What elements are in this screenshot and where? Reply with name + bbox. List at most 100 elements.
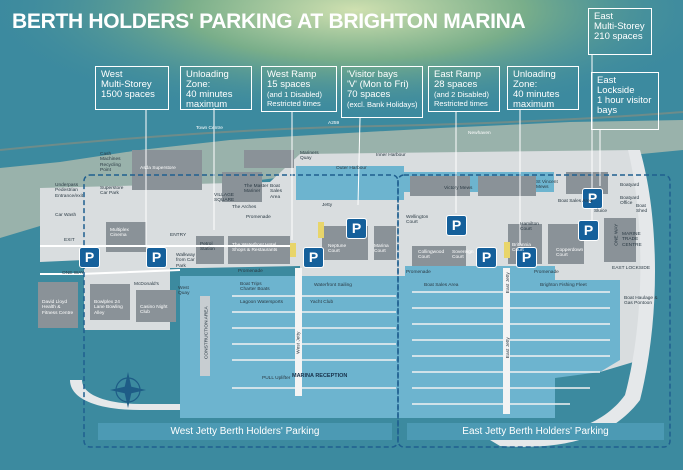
place-multiplex: Multiplex Cinema: [110, 228, 129, 239]
road-exit: EXIT: [64, 238, 75, 243]
parking-west-ramp[interactable]: P: [303, 247, 324, 268]
bowlplex-building: [90, 284, 130, 320]
visitor-ramp-marker: [318, 222, 324, 238]
marina-land: [40, 150, 650, 374]
road-entry: ENTRY: [170, 233, 187, 238]
place-wellington-court: Wellington Court: [406, 215, 429, 226]
marina-roads: [40, 245, 296, 275]
marine-trade-building: [604, 218, 636, 262]
place-victory-mews: Victory Mews: [444, 186, 473, 191]
place-mariners-quay: Mariners Quay: [300, 151, 319, 162]
place-west-jetty: West Jetty: [296, 331, 302, 354]
mariners-quay-building: [244, 150, 294, 168]
waterfront-building: [228, 236, 290, 264]
place-marine-trade-centre: MARINE TRADE CENTRE: [622, 232, 642, 248]
place-petrol: Petrol Station: [200, 242, 215, 253]
east-parking-zone: [397, 174, 671, 448]
east-breakwater: [490, 150, 655, 447]
east-ramp-marker: [504, 242, 510, 258]
place-arches: The Arches: [232, 205, 257, 210]
place-promenade-center: Promenade: [238, 269, 263, 274]
victory-mews-building: [410, 176, 470, 196]
banner-east-jetty: East Jetty Berth Holders' Parking: [407, 423, 664, 440]
inner-harbour-water: [296, 166, 404, 200]
place-boat-sales-east-2: Boat Sales Area: [424, 283, 459, 288]
parking-east-unloading[interactable]: P: [516, 247, 537, 268]
west-ramp-marker: [290, 243, 296, 257]
marina-court-building: [374, 226, 396, 260]
place-boatyard: Boatyard: [620, 183, 640, 188]
parking-east-lockside[interactable]: P: [582, 188, 603, 209]
marina-reception-label: MARINA RECEPTION: [292, 373, 348, 379]
village-building: [222, 172, 262, 202]
east-jetty: [503, 268, 510, 414]
place-boat-shed: Boat Shed: [636, 204, 648, 215]
parking-east-ramp[interactable]: P: [476, 247, 497, 268]
place-jetty-nw: Jetty: [322, 203, 333, 208]
place-outer-harbour: Outer Harbour: [336, 166, 367, 171]
place-promenade-west: Promenade: [246, 215, 271, 220]
place-waterfront: The Waterfront Hotel, Shops & Restaurant…: [232, 243, 278, 254]
place-sovereign-court: Sovereign Court: [452, 250, 474, 261]
place-promenade-east-1: Promenade: [406, 270, 431, 275]
asda-building: [132, 150, 202, 190]
banner-west-jetty: West Jetty Berth Holders' Parking: [98, 423, 392, 440]
place-asda: Asda Superstore: [140, 166, 176, 171]
place-casino: Casino Night Club: [140, 305, 168, 316]
place-bowlplex: Bowlplex 24 Lane Bowling Alley: [94, 300, 123, 316]
place-pull-uplifter: PULL Uplifter: [262, 376, 291, 381]
parking-visitor-bays[interactable]: P: [346, 218, 367, 239]
place-st-vincent-mews: St Vincent Mews: [536, 180, 558, 191]
place-boat-sales-west: Boat Sales Area: [270, 184, 282, 200]
parking-west-multistorey-1[interactable]: P: [79, 247, 100, 268]
place-construction: CONSTRUCTION AREA: [204, 306, 210, 360]
compass-rose: [110, 372, 146, 408]
place-car-wash: Car Wash: [55, 213, 77, 218]
road-a259: A259: [328, 121, 340, 126]
parking-east-3[interactable]: P: [578, 220, 599, 241]
gym-building: [38, 282, 78, 328]
place-superstore-car-park: Superstore Car Park: [100, 186, 124, 197]
parking-west-multistorey-2[interactable]: P: [146, 247, 167, 268]
callout-lines: [145, 55, 601, 245]
west-breakwater: [70, 380, 180, 410]
petrol-building: [196, 236, 224, 264]
road-newhaven: Newhaven: [468, 131, 491, 136]
place-hamilton-court: Hamilton Court: [520, 222, 539, 233]
place-boat-trips: Boat Trips Charter Boats: [240, 282, 270, 293]
construction-strip: [200, 296, 210, 376]
place-gym: David Lloyd Health & Fitness Centre: [42, 300, 74, 316]
place-copperdown-court: Copperdown Court: [556, 248, 584, 259]
place-mcdonalds: McDonald's: [134, 282, 159, 287]
west-jetty: [295, 268, 302, 396]
place-collingwood-court: Collingwood Court: [418, 250, 445, 261]
map-title: BERTH HOLDERS' PARKING AT BRIGHTON MARIN…: [12, 10, 526, 33]
road-town-centre: Town Centre: [196, 126, 223, 131]
place-east-jetty-top: East Jetty: [505, 272, 511, 294]
place-east-lockside: EAST LOCKSIDE: [612, 266, 651, 271]
place-west-quay: West Quay: [178, 286, 190, 297]
coastline: [0, 120, 683, 238]
place-sluice: Sluice: [594, 209, 608, 214]
place-boatyard-office: Boatyard Office: [620, 196, 640, 207]
pontoon-fingers: [232, 291, 610, 405]
st-vincent-building: [478, 176, 536, 196]
place-village-square: VILLAGE SQUARE: [214, 193, 235, 204]
casino-building: [136, 290, 176, 322]
place-waterfront-sailing: Waterfront Sailing: [314, 283, 352, 288]
parking-east-1[interactable]: P: [446, 215, 467, 236]
place-marina-court: Marina Court: [374, 244, 389, 255]
place-underpass: Underpass Pedestrian Entrance/exit: [55, 183, 83, 199]
a259-road: [0, 111, 683, 151]
place-boat-haulage: Boat Haulage & Gas Pontoon: [624, 296, 658, 307]
place-inner-harbour: Inner Harbour: [376, 153, 406, 158]
place-brighton-fishing-fleet: Brighton Fishing Fleet: [540, 283, 587, 288]
